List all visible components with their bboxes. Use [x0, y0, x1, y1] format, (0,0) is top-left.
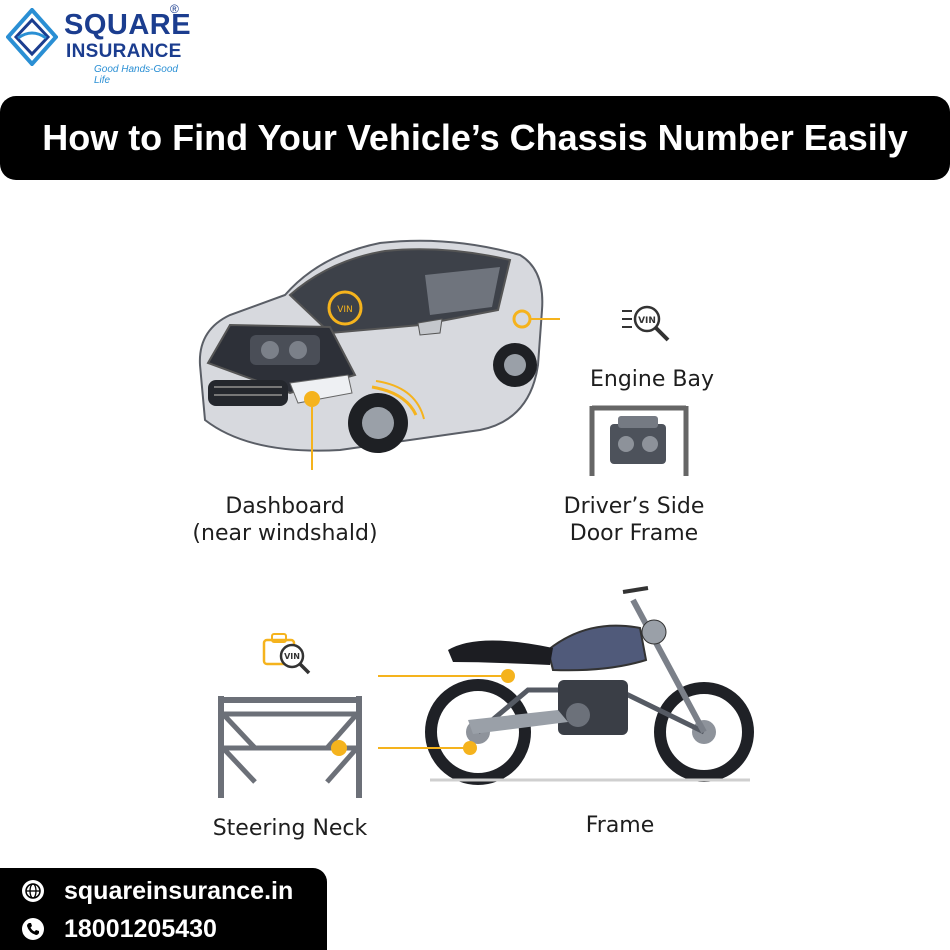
phone-row[interactable]: 18001205430 — [22, 912, 217, 946]
brand-logo: SQUARE ® INSURANCE Good Hands-Good Life — [6, 2, 191, 86]
website-link[interactable]: squareinsurance.in — [64, 876, 294, 905]
steering-neck-frame — [218, 696, 362, 798]
globe-icon — [22, 880, 44, 902]
title-banner: How to Find Your Vehicle’s Chassis Numbe… — [0, 96, 950, 180]
engine-frame-icon — [589, 405, 689, 476]
vin-search-icon: VIN — [622, 305, 670, 342]
motorcycle-illustration — [378, 586, 754, 785]
logo-diamond-icon — [6, 8, 58, 66]
phone-number[interactable]: 18001205430 — [64, 914, 217, 943]
vin-badge-icon: VIN — [262, 633, 311, 675]
dashboard-label-line2: (near windshald) — [192, 521, 378, 546]
door-frame-label-line1: Driver’s Side — [563, 494, 705, 519]
dashboard-label: Dashboard (near windshald) — [150, 493, 420, 547]
door-frame-label: Driver’s Side Door Frame — [534, 493, 734, 547]
svg-text:VIN: VIN — [284, 652, 300, 661]
brand-tagline: Good Hands-Good Life — [94, 64, 178, 86]
frame-label: Frame — [585, 813, 655, 838]
brand-name-insurance: INSURANCE — [66, 41, 182, 62]
door-frame-label-line2: Door Frame — [569, 521, 699, 546]
dashboard-label-line1: Dashboard — [225, 494, 345, 519]
page-title: How to Find Your Vehicle’s Chassis Numbe… — [42, 117, 908, 158]
car-illustration: VIN — [198, 239, 560, 470]
steering-neck-label: Steering Neck — [212, 816, 368, 841]
svg-text:VIN: VIN — [638, 316, 656, 326]
engine-bay-label: Engine Bay — [590, 367, 714, 392]
contact-panel: squareinsurance.in 18001205430 — [0, 868, 327, 950]
registered-mark: ® — [170, 2, 179, 16]
svg-text:VIN: VIN — [337, 305, 353, 315]
phone-icon — [22, 918, 44, 940]
brand-name-square: SQUARE — [64, 9, 192, 41]
website-row[interactable]: squareinsurance.in — [22, 874, 293, 908]
